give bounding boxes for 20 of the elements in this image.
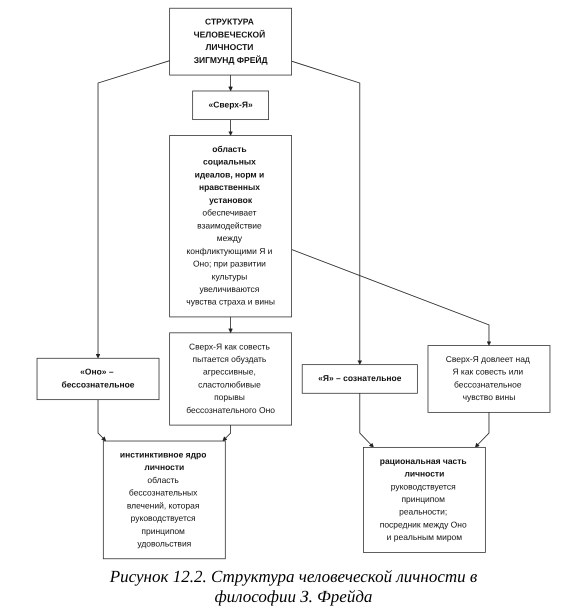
- node-box: «Оно» – бессознательное: [36, 358, 160, 400]
- arrow: [228, 119, 233, 136]
- node-box: Сверх-Я как совесть пытается обуздать агрессивные, сластолюбивые порывы бессознательного Оно: [169, 332, 292, 426]
- node-box: СТРУКТУРА ЧЕЛОВЕЧЕСКОЙ ЛИЧНОСТИ ЗИГМУНД ФРЕЙД: [169, 8, 292, 76]
- node-box: область социальных идеалов, норм и нравственных установок обеспечивает взаимодействие между конфликтующими Я и Оно; при развитии культуры увеличиваются чувства страха и вины: [169, 135, 292, 318]
- arrow: [222, 424, 232, 442]
- node-box: Сверх-Я довлеет над Я как совесть или бессознательное чувство вины: [428, 345, 550, 413]
- arrow: [228, 74, 233, 92]
- node-box: рациональная часть личности руководствуется принципом реальности; посредник между Оно и реальным миром: [363, 446, 486, 553]
- node-box: «Сверх-Я»: [192, 90, 269, 120]
- arrow: [291, 60, 362, 365]
- node-box: инстинктивное ядро личности область бессознательных влечений, которая руководствуется принципом удовольствия: [102, 440, 226, 560]
- node-box: «Я» – сознательное: [302, 364, 418, 394]
- arrow: [96, 60, 170, 358]
- arrow: [359, 392, 374, 448]
- arrow: [474, 412, 490, 448]
- figure-caption: Рисунок 12.2. Структура человеческой личности в философии З. Фрейда: [108, 567, 478, 607]
- arrow: [98, 399, 106, 442]
- arrow: [228, 316, 233, 334]
- arrow: [291, 249, 492, 346]
